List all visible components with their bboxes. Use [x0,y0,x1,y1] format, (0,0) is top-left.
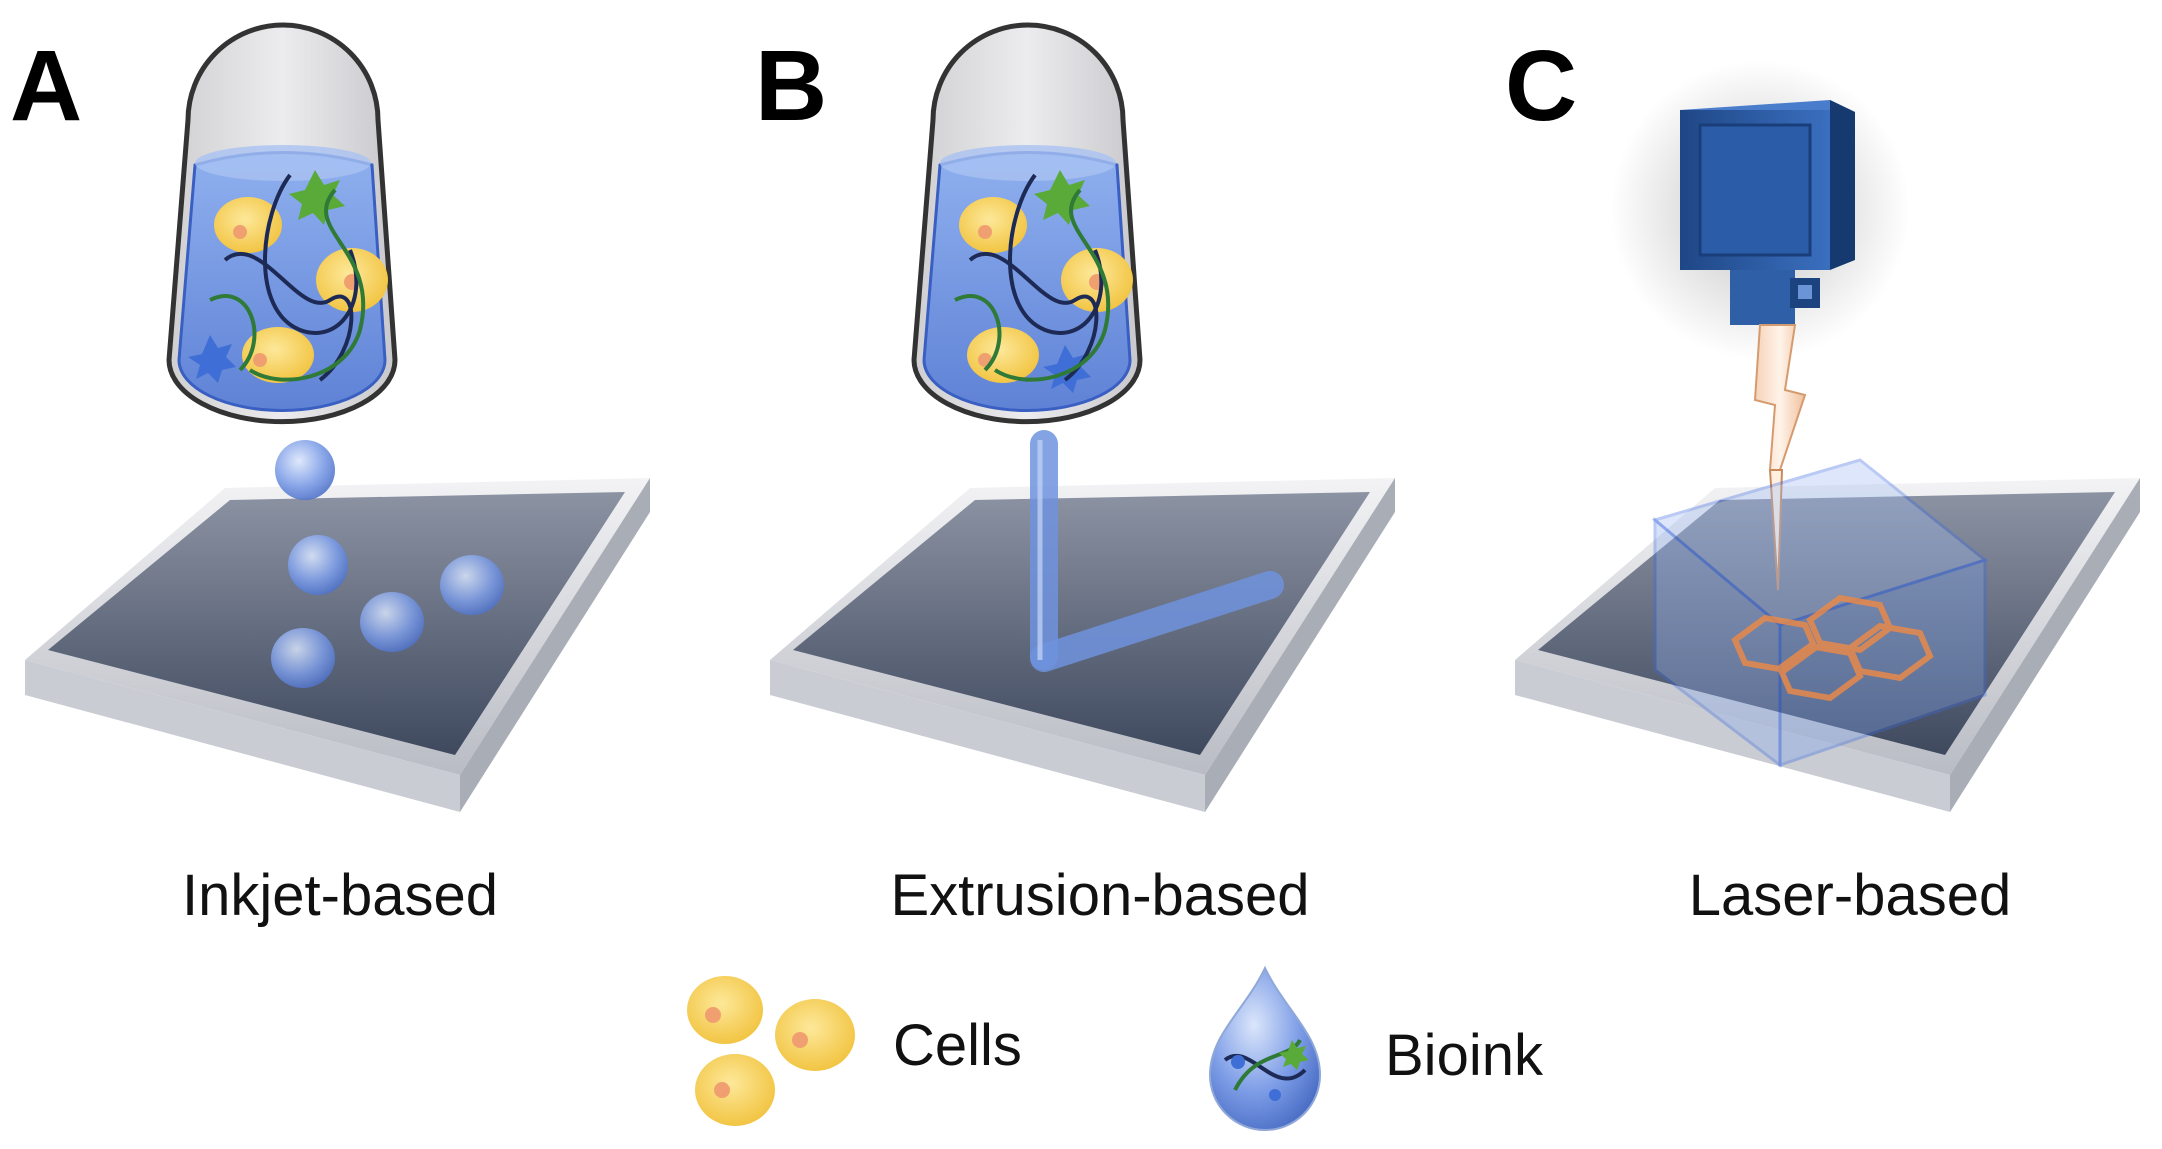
laser-head-icon [1610,60,1910,360]
caption-extrusion: Extrusion-based [890,863,1309,928]
caption-laser: Laser-based [1689,863,2011,928]
panel-letter-c: C [1505,30,1577,142]
panel-c: C [1505,30,2140,928]
bioink-drop-icon [1210,968,1320,1130]
cartridge-icon [169,25,395,422]
print-plate [25,478,650,812]
panel-letter-b: B [755,30,827,142]
caption-inkjet: Inkjet-based [182,863,498,928]
cartridge-icon [914,25,1140,422]
panel-letter-a: A [10,30,82,142]
panel-b: B E [755,25,1395,928]
cells-icon [687,976,855,1126]
legend-bioink-label: Bioink [1385,1023,1544,1088]
legend: Cells Bioink [687,968,1544,1130]
legend-cells-label: Cells [893,1013,1022,1078]
panel-a: A [10,25,650,928]
